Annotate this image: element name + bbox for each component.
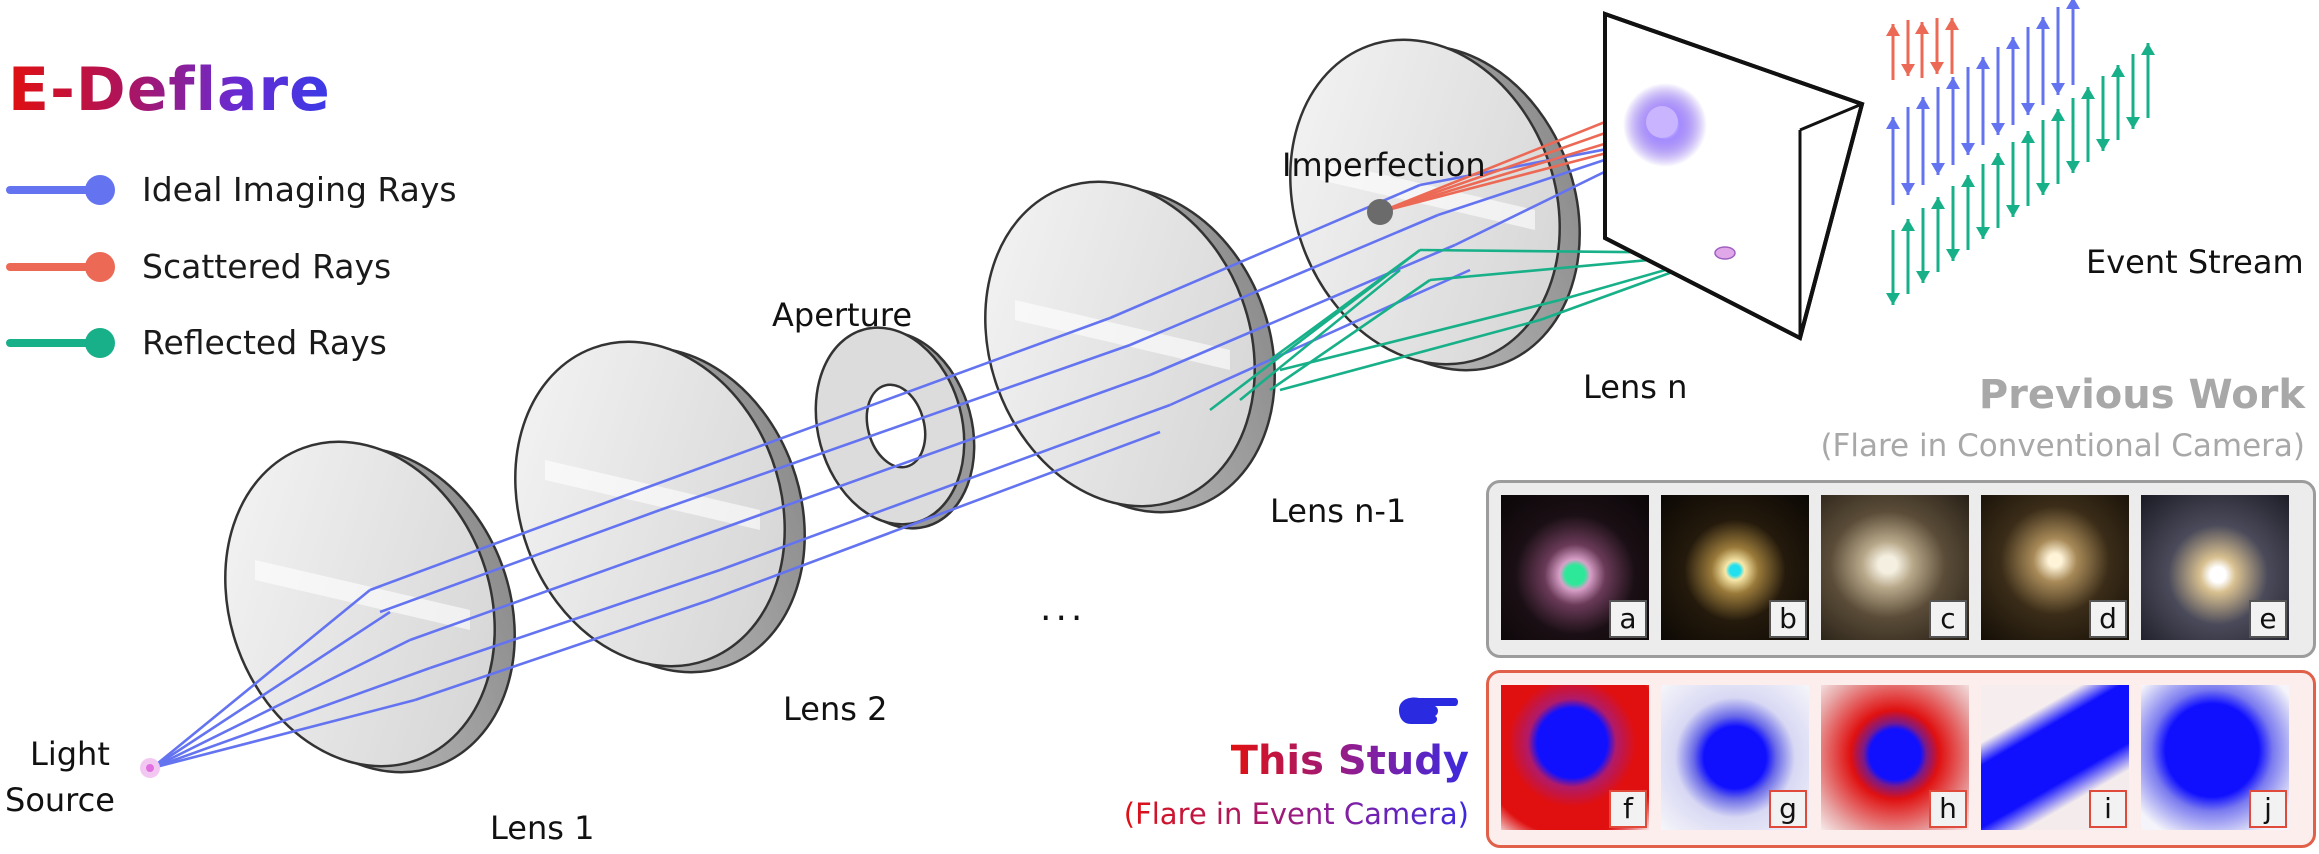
event-arrow-blue-10 — [2036, 17, 2050, 105]
aperture-label: Aperture — [772, 296, 913, 334]
thumb-h: h — [1821, 685, 1969, 830]
thumb-tag-f: f — [1609, 790, 1647, 828]
light-source-label-2: Source — [5, 781, 115, 819]
previous-work-subtitle: (Flare in Conventional Camera) — [1820, 428, 2305, 464]
imperfection-dot — [1367, 199, 1393, 225]
event-arrow-green-10 — [2036, 120, 2050, 195]
event-arrow-blue-1 — [1901, 107, 1915, 195]
event-arrow-green-5 — [1961, 175, 1975, 250]
light-source-icon — [140, 758, 160, 778]
event-arrow-green-13 — [2081, 87, 2095, 162]
event-arrow-green-11 — [2051, 109, 2065, 184]
thumb-tag-c: c — [1929, 600, 1967, 638]
this-study-subtitle: (Flare in Event Camera) — [1123, 797, 1469, 831]
previous-work-panel: a b c d e — [1486, 480, 2316, 658]
event-arrow-green-3 — [1931, 197, 1945, 272]
event-arrow-green-1 — [1901, 219, 1915, 294]
thumb-i: i — [1981, 685, 2129, 830]
event-arrow-green-12 — [2066, 98, 2080, 173]
thumb-j: j — [2141, 685, 2289, 830]
thumb-tag-j: j — [2249, 790, 2287, 828]
imperfection-label: Imperfection — [1282, 146, 1486, 184]
legend-label-ideal: Ideal Imaging Rays — [142, 170, 457, 209]
event-arrow-blue-2 — [1916, 97, 1930, 185]
event-stream-arrows — [1886, 0, 2155, 305]
event-arrow-blue-6 — [1976, 57, 1990, 145]
ellipsis-label: ... — [1040, 588, 1087, 629]
event-arrow-red-4 — [1945, 18, 1959, 74]
event-arrow-blue-4 — [1946, 77, 1960, 165]
event-arrow-green-15 — [2111, 65, 2125, 140]
figure-title: E-Deflare — [8, 55, 331, 125]
event-arrow-green-14 — [2096, 76, 2110, 151]
legend-label-scattered: Scattered Rays — [142, 247, 392, 286]
event-arrow-blue-9 — [2021, 27, 2035, 115]
legend-reflected-line — [6, 328, 115, 358]
event-arrow-red-2 — [1915, 22, 1929, 78]
legend-ideal-line — [6, 175, 115, 205]
legend-label-reflected: Reflected Rays — [142, 323, 387, 362]
thumb-b: b — [1661, 495, 1809, 640]
event-arrow-blue-8 — [2006, 37, 2020, 125]
thumb-tag-d: d — [2089, 600, 2127, 638]
lens-n-label: Lens n — [1583, 368, 1688, 406]
thumb-tag-a: a — [1609, 600, 1647, 638]
event-arrow-green-6 — [1976, 164, 1990, 239]
thumb-d: d — [1981, 495, 2129, 640]
event-arrow-green-0 — [1886, 230, 1900, 305]
thumb-f: f — [1501, 685, 1649, 830]
event-arrow-green-9 — [2021, 131, 2035, 206]
thumb-tag-b: b — [1769, 600, 1807, 638]
event-arrow-red-0 — [1886, 24, 1900, 80]
event-arrow-blue-3 — [1931, 87, 1945, 175]
thumb-tag-h: h — [1929, 790, 1967, 828]
pointing-hand-icon — [1399, 697, 1458, 724]
light-source-label-1: Light — [30, 735, 110, 773]
event-arrow-green-8 — [2006, 142, 2020, 217]
event-stream-label: Event Stream — [2086, 243, 2304, 281]
lens-1-label: Lens 1 — [490, 809, 595, 847]
thumb-tag-i: i — [2089, 790, 2127, 828]
event-arrow-green-16 — [2126, 54, 2140, 129]
event-arrow-blue-0 — [1886, 117, 1900, 205]
event-arrow-red-1 — [1901, 20, 1915, 76]
thumb-e: e — [2141, 495, 2289, 640]
thumb-tag-e: e — [2249, 600, 2287, 638]
ideal-rays — [151, 133, 1681, 770]
this-study-panel: f g h i j — [1486, 670, 2316, 848]
lens-1 — [224, 440, 516, 774]
event-arrow-blue-12 — [2066, 0, 2080, 85]
event-arrow-green-4 — [1946, 186, 1960, 261]
sensor-plane — [1603, 11, 1865, 341]
lens-2 — [514, 340, 806, 674]
event-arrow-blue-7 — [1991, 47, 2005, 135]
event-arrow-blue-5 — [1961, 67, 1975, 155]
event-arrow-red-3 — [1930, 18, 1944, 74]
previous-work-title: Previous Work — [1978, 372, 2305, 418]
thumb-c: c — [1821, 495, 1969, 640]
event-arrow-blue-11 — [2051, 7, 2065, 95]
legend-scattered-line — [6, 252, 115, 282]
thumb-a: a — [1501, 495, 1649, 640]
this-study-title: This Study — [1230, 738, 1469, 784]
event-arrow-green-2 — [1916, 208, 1930, 283]
event-arrow-green-17 — [2141, 43, 2155, 118]
thumb-tag-g: g — [1769, 790, 1807, 828]
lens-n-minus-1 — [984, 180, 1276, 514]
event-arrow-green-7 — [1991, 153, 2005, 228]
lens-2-label: Lens 2 — [783, 690, 888, 728]
flare-burst-icon — [1623, 83, 1736, 260]
lens-n-minus-1-label: Lens n-1 — [1270, 492, 1407, 530]
thumb-g: g — [1661, 685, 1809, 830]
